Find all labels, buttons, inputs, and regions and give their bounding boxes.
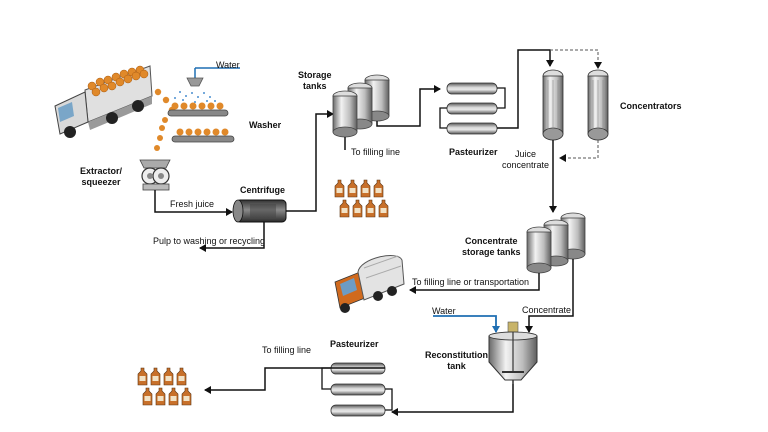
concentrate-storage-tanks-icon	[526, 212, 586, 274]
water-bottom-label: Water	[432, 306, 456, 316]
storage-tanks-icon	[332, 74, 390, 138]
reconstitution-tank-label: Reconstitution tank	[425, 350, 488, 371]
concentrators-label: Concentrators	[620, 101, 682, 111]
pasteurizer-bottom-label: Pasteurizer	[330, 339, 379, 349]
extractor-squeezer-icon	[139, 159, 171, 191]
fresh-juice-label: Fresh juice	[170, 199, 215, 209]
tanker-truck-icon	[334, 255, 405, 313]
to-filling-transport-label: To filling line or transportation	[412, 277, 530, 287]
reconstitution-tank-icon	[488, 321, 538, 384]
bottles-top-icon	[334, 179, 389, 218]
bottles-bottom-icon	[137, 367, 192, 406]
to-filling-line-top-label: To filling line	[351, 147, 401, 157]
storage-tanks-label: Storage tanks	[298, 70, 332, 91]
pasteurizer-top-icon	[439, 82, 506, 135]
concentrate-storage-label: Concentrate storage tanks	[462, 236, 521, 257]
washer-icon	[154, 67, 240, 151]
centrifuge-label: Centrifuge	[240, 185, 285, 195]
falling-oranges-icon	[154, 88, 176, 114]
washer-label: Washer	[249, 120, 282, 130]
pulp-label: Pulp to washing or recycling	[153, 236, 266, 246]
concentrators-icon	[542, 69, 609, 141]
juice-concentrate-label: Juice concentrate	[502, 149, 550, 170]
orange-truck-icon	[54, 65, 153, 138]
centrifuge-icon	[232, 199, 287, 223]
water-top-label: Water	[216, 60, 240, 70]
extractor-label: Extractor/ squeezer	[80, 166, 123, 187]
pasteurizer-bottom-icon	[321, 362, 393, 417]
to-filling-line-bottom-label: To filling line	[262, 345, 312, 355]
concentrate-label: Concentrate	[522, 305, 572, 315]
pasteurizer-top-label: Pasteurizer	[449, 147, 498, 157]
